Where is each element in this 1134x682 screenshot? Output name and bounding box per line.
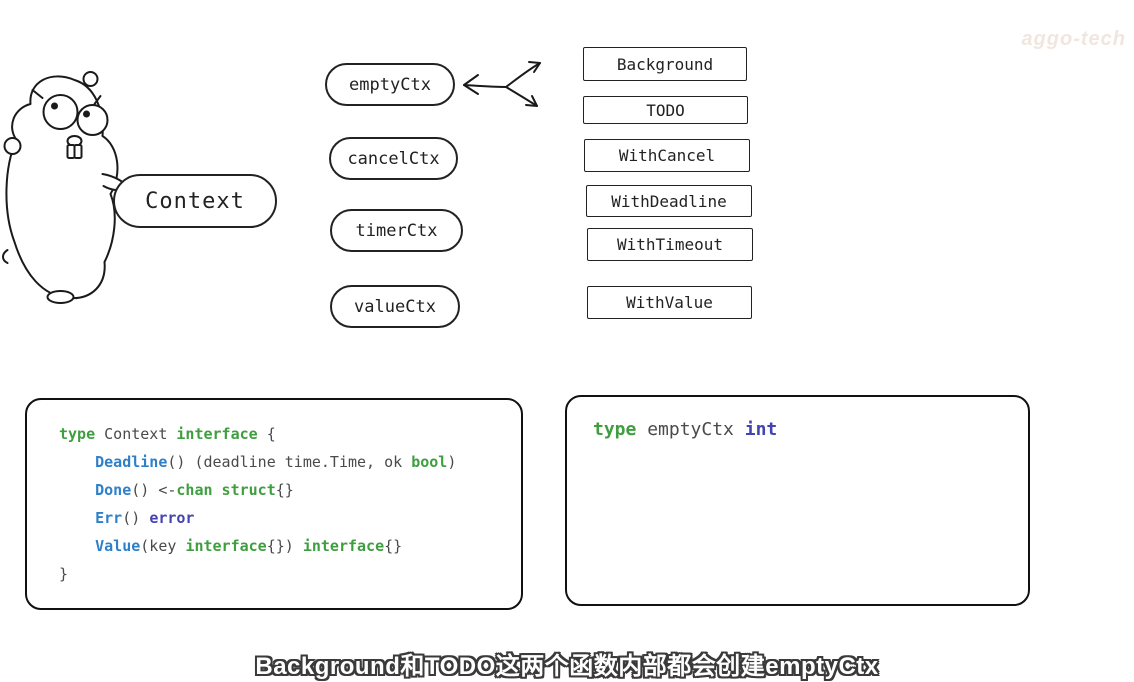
fork-arrow-icon bbox=[463, 61, 541, 107]
subtitle-caption: Background和TODO这两个函数内部都会创建emptyCtx bbox=[255, 653, 879, 680]
fn-box-background: Background bbox=[583, 47, 747, 81]
fn-box-withvalue: WithValue bbox=[587, 286, 752, 319]
pill-cancelctx: cancelCtx bbox=[329, 137, 458, 180]
context-label-bubble: Context bbox=[113, 174, 277, 228]
fn-box-withtimeout: WithTimeout bbox=[587, 228, 753, 261]
code-box-emptyctx: type emptyCtx int bbox=[565, 395, 1030, 606]
pill-valuectx: valueCtx bbox=[330, 285, 460, 328]
fn-box-withcancel: WithCancel bbox=[584, 139, 750, 172]
fn-box-todo: TODO bbox=[583, 96, 748, 124]
code-box-context-interface: type Context interface { Deadline() (dea… bbox=[25, 398, 523, 610]
pill-timerctx: timerCtx bbox=[330, 209, 463, 252]
code-emptyctx: type emptyCtx int bbox=[593, 419, 778, 440]
gopher-illustration bbox=[2, 71, 130, 304]
code-context-interface: type Context interface { Deadline() (dea… bbox=[59, 425, 457, 583]
pill-emptyctx: emptyCtx bbox=[325, 63, 455, 106]
watermark: aggo-tech bbox=[1021, 28, 1126, 50]
fn-box-withdeadline: WithDeadline bbox=[586, 185, 752, 217]
